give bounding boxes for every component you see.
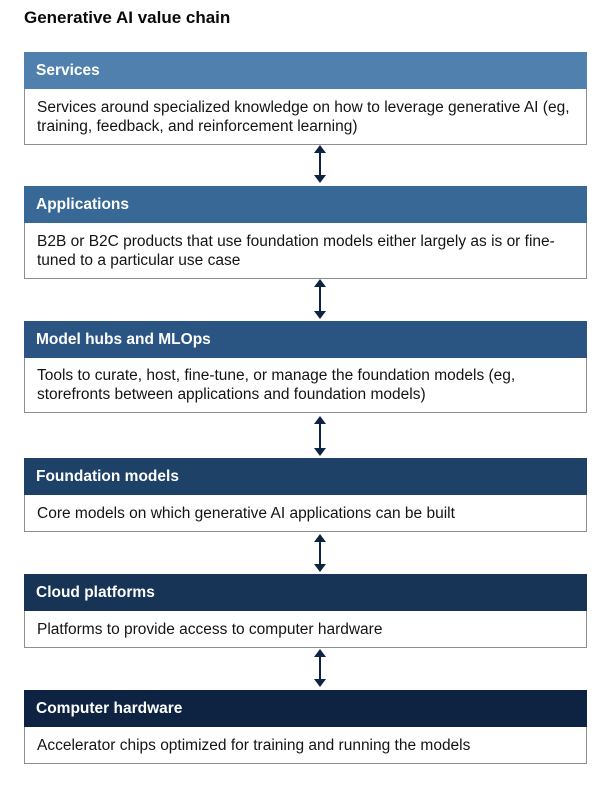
double-arrow-icon (314, 279, 326, 319)
layer-computer-hardware-name: Computer hardware (36, 699, 183, 717)
layer-applications: Applications B2B or B2C products that us… (24, 186, 587, 279)
layer-applications-header: Applications (24, 186, 587, 223)
layer-applications-name: Applications (36, 195, 130, 213)
layer-services-description: Services around specialized knowledge on… (37, 98, 570, 135)
layer-computer-hardware-description: Accelerator chips optimized for training… (37, 736, 471, 754)
diagram-title: Generative AI value chain (24, 8, 231, 27)
layer-computer-hardware: Computer hardware Accelerator chips opti… (24, 690, 587, 764)
layer-computer-hardware-header: Computer hardware (24, 690, 587, 727)
layer-applications-description: B2B or B2C products that use foundation … (37, 232, 555, 269)
double-arrow-icon (314, 145, 326, 183)
layer-foundation-models-body: Core models on which generative AI appli… (24, 495, 587, 532)
layer-cloud-platforms-name: Cloud platforms (36, 583, 155, 601)
layer-cloud-platforms-body: Platforms to provide access to computer … (24, 611, 587, 648)
layer-model-hubs-name: Model hubs and MLOps (36, 330, 211, 348)
layer-services-name: Services (36, 61, 100, 79)
layer-foundation-models-description: Core models on which generative AI appli… (37, 504, 455, 522)
double-arrow-icon (314, 534, 326, 572)
layer-cloud-platforms-description: Platforms to provide access to computer … (37, 620, 383, 638)
double-arrow-icon (314, 416, 326, 456)
layer-services-header: Services (24, 52, 587, 89)
layer-services: Services Services around specialized kno… (24, 52, 587, 145)
layer-foundation-models-header: Foundation models (24, 458, 587, 495)
layer-model-hubs-body: Tools to curate, host, fine-tune, or man… (24, 358, 587, 413)
layer-cloud-platforms-header: Cloud platforms (24, 574, 587, 611)
layer-cloud-platforms: Cloud platforms Platforms to provide acc… (24, 574, 587, 648)
layer-model-hubs: Model hubs and MLOps Tools to curate, ho… (24, 321, 587, 413)
double-arrow-icon (314, 649, 326, 687)
layer-applications-body: B2B or B2C products that use foundation … (24, 223, 587, 279)
layer-foundation-models-name: Foundation models (36, 467, 179, 485)
layer-foundation-models: Foundation models Core models on which g… (24, 458, 587, 532)
layer-model-hubs-header: Model hubs and MLOps (24, 321, 587, 358)
layer-services-body: Services around specialized knowledge on… (24, 89, 587, 145)
layer-model-hubs-description: Tools to curate, host, fine-tune, or man… (37, 367, 516, 403)
layer-computer-hardware-body: Accelerator chips optimized for training… (24, 727, 587, 764)
